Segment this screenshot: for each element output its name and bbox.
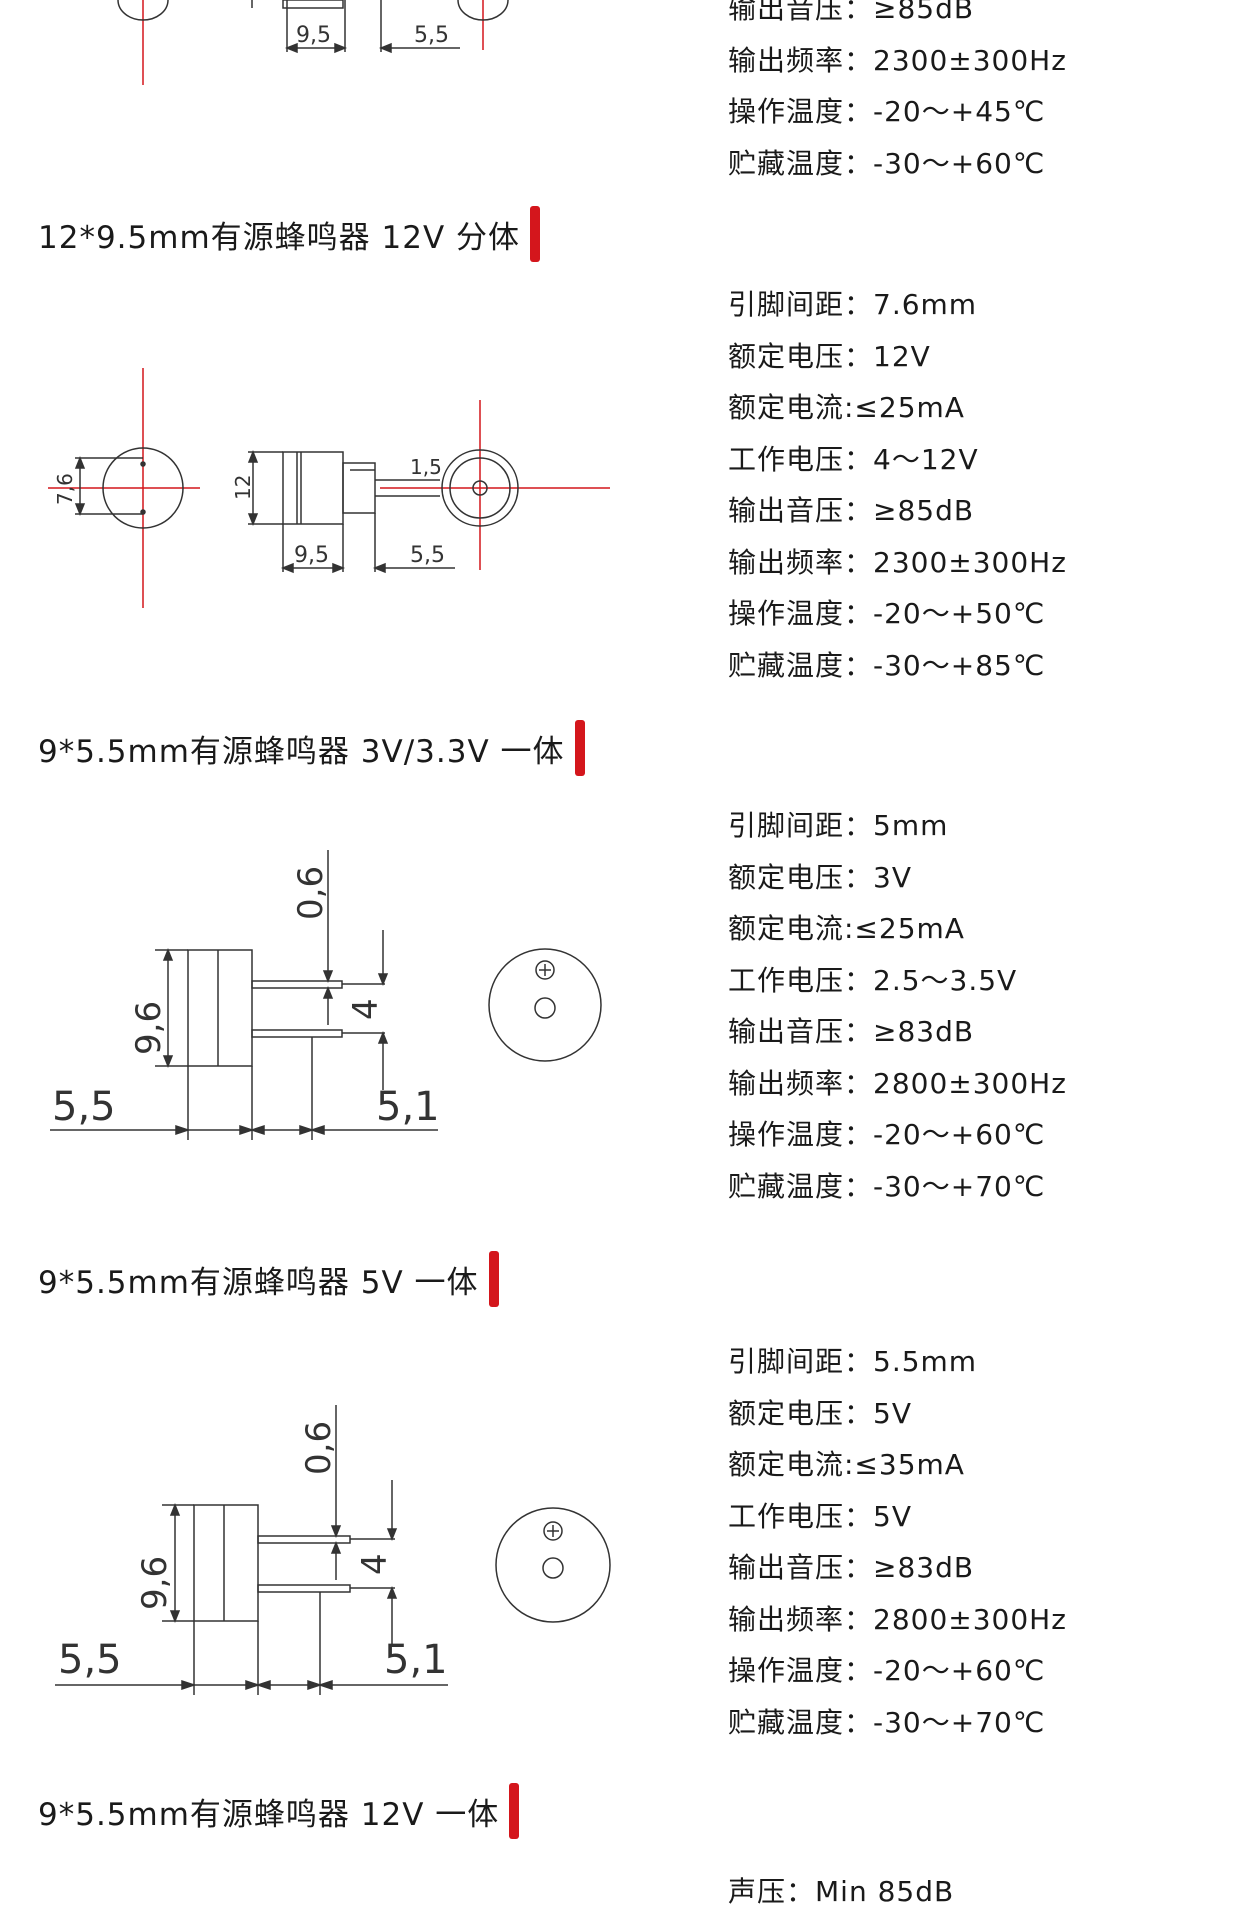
spec-item: 声压：Min 85dB (728, 1875, 955, 1908)
dim-lead: 1,5 (410, 455, 442, 479)
section-title-text: 12*9.5mm有源蜂鸣器 12V 分体 (38, 219, 521, 256)
spec-item: 引脚间距：7.6mm (728, 288, 978, 321)
section-title-text: 9*5.5mm有源蜂鸣器 3V/3.3V 一体 (38, 733, 565, 770)
spec-item: 贮藏温度：-30～+70℃ (728, 1705, 1046, 1739)
dim-l: 5,1 (376, 1084, 440, 1130)
spec-item: 贮藏温度：-30～+60℃ (728, 146, 1046, 180)
spec-item: 工作电压：2.5～3.5V (728, 963, 1018, 997)
spec-item: 输出频率：2800±300Hz (728, 1602, 1067, 1636)
spec-list-3: 引脚间距：5.5mm 额定电压：5V 额定电流:≤35mA 工作电压：5V 输出… (728, 1336, 1198, 1748)
section-title-text: 9*5.5mm有源蜂鸣器 12V 一体 (38, 1796, 500, 1833)
section-title-4: 9*5.5mm有源蜂鸣器 12V 一体 (38, 1781, 520, 1841)
spec-list-4: 声压：Min 85dB (728, 1866, 1198, 1918)
dim-p: 4 (355, 1553, 395, 1575)
dim-pin: 7,6 (53, 473, 77, 505)
spec-item: 额定电压：5V (728, 1396, 912, 1430)
spec-item: 操作温度：-20～+50℃ (728, 597, 1046, 630)
accent-bar (530, 206, 541, 262)
spec-item: 输出频率：2800±300Hz (728, 1066, 1067, 1100)
spec-item: 输出频率：2300±300Hz (728, 545, 1067, 579)
section-title-1: 12*9.5mm有源蜂鸣器 12V 分体 (38, 204, 541, 264)
spec-item: 操作温度：-20～+60℃ (728, 1654, 1046, 1687)
spec-item: 工作电压：5V (728, 1499, 912, 1533)
diagram-1: 7,6 12 1,5 9,5 5,5 (48, 368, 610, 608)
dim-d: 9,6 (129, 1001, 169, 1055)
spec-item: 额定电流:≤25mA (728, 391, 965, 424)
spec-item: 输出音压：≥85dB (728, 0, 975, 25)
dim-l: 5,1 (384, 1637, 448, 1683)
spec-item: 额定电压：3V (728, 860, 912, 894)
diagram-2: 0,6 9,6 4 5,5 5,1 (50, 850, 602, 1140)
dim-b: 5,5 (410, 543, 445, 568)
accent-bar (509, 1783, 520, 1839)
diagram-3: 0,6 9,6 4 5,5 5,1 (55, 1405, 611, 1695)
spec-item: 输出音压：≥83dB (728, 1015, 975, 1048)
accent-bar (574, 720, 585, 776)
accent-bar (488, 1251, 499, 1307)
spec-item: 额定电流:≤35mA (728, 1448, 965, 1481)
dim-h: 5,5 (58, 1637, 122, 1683)
spec-item: 操作温度：-20～+60℃ (728, 1118, 1046, 1151)
spec-item: 操作温度：-20～+45℃ (728, 95, 1046, 128)
dim-h: 5,5 (52, 1084, 116, 1130)
spec-item: 引脚间距：5.5mm (728, 1345, 978, 1378)
spec-item: 输出音压：≥83dB (728, 1551, 975, 1584)
spec-item: 额定电压：12V (728, 339, 931, 373)
spec-item: 引脚间距：5mm (728, 809, 949, 842)
spec-list-0: 输出音压：≥85dB 输出频率：2300±300Hz 操作温度：-20～+45℃… (728, 0, 1198, 189)
spec-list-1: 引脚间距：7.6mm 额定电压：12V 额定电流:≤25mA 工作电压：4～12… (728, 279, 1198, 691)
dim-d: 9,6 (135, 1556, 175, 1610)
spec-item: 贮藏温度：-30～+85℃ (728, 648, 1046, 682)
section-title-3: 9*5.5mm有源蜂鸣器 5V 一体 (38, 1249, 499, 1309)
dim-a: 9,5 (296, 23, 331, 48)
spec-item: 输出频率：2300±300Hz (728, 43, 1067, 77)
diagram-0: 9,5 5,5 (117, 0, 509, 85)
dim-t: 0,6 (291, 866, 331, 920)
spec-item: 工作电压：4～12V (728, 442, 979, 476)
dim-p: 4 (346, 998, 386, 1020)
spec-item: 贮藏温度：-30～+70℃ (728, 1169, 1046, 1203)
dim-a: 9,5 (294, 543, 329, 568)
spec-item: 输出音压：≥85dB (728, 494, 975, 527)
dim-t: 0,6 (299, 1421, 339, 1475)
spec-list-2: 引脚间距：5mm 额定电压：3V 额定电流:≤25mA 工作电压：2.5～3.5… (728, 800, 1198, 1212)
spec-item: 额定电流:≤25mA (728, 912, 965, 945)
dim-dia: 12 (231, 475, 255, 500)
dim-b: 5,5 (414, 23, 449, 48)
section-title-2: 9*5.5mm有源蜂鸣器 3V/3.3V 一体 (38, 718, 585, 778)
section-title-text: 9*5.5mm有源蜂鸣器 5V 一体 (38, 1264, 479, 1301)
